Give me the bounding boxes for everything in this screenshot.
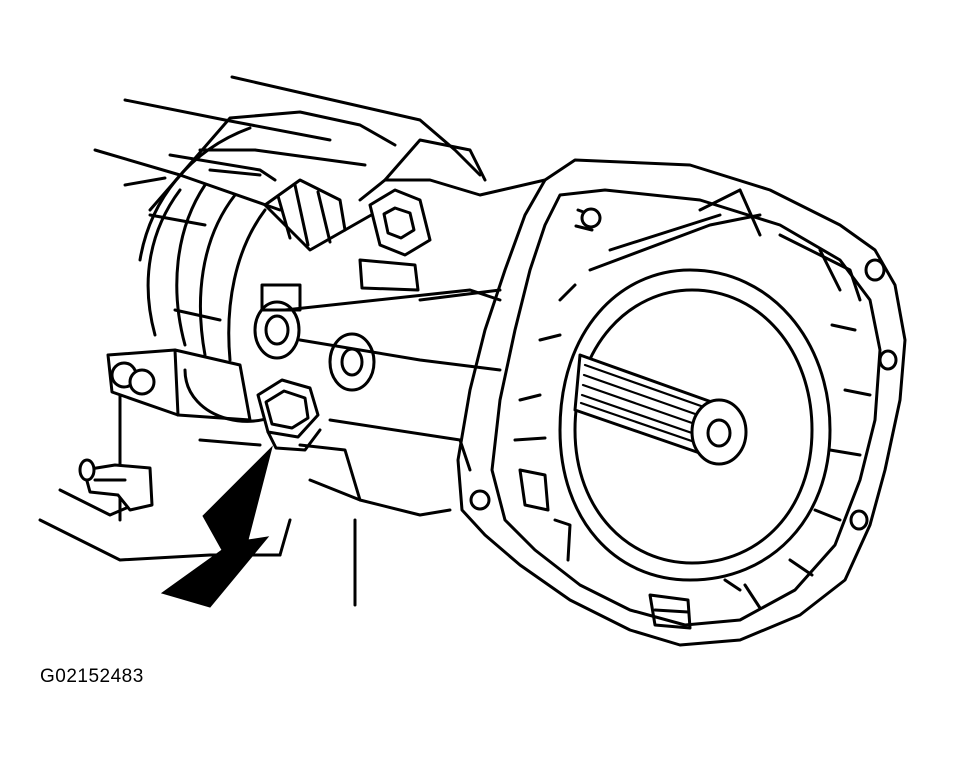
figure-id-label: G02152483 [40, 666, 144, 687]
output-bore [558, 268, 832, 582]
lower-stud [78, 458, 154, 512]
transmission-housing [38, 75, 482, 607]
output-shaft [573, 353, 748, 466]
side-bracket [106, 348, 302, 447]
cooler-line-fitting [263, 178, 382, 252]
flange-bolt-holes [469, 207, 898, 531]
drain-plug-bolt [256, 378, 322, 452]
transfer-case-body [253, 138, 547, 517]
callout-arrow [160, 445, 273, 608]
rear-flange-housing [456, 158, 907, 647]
